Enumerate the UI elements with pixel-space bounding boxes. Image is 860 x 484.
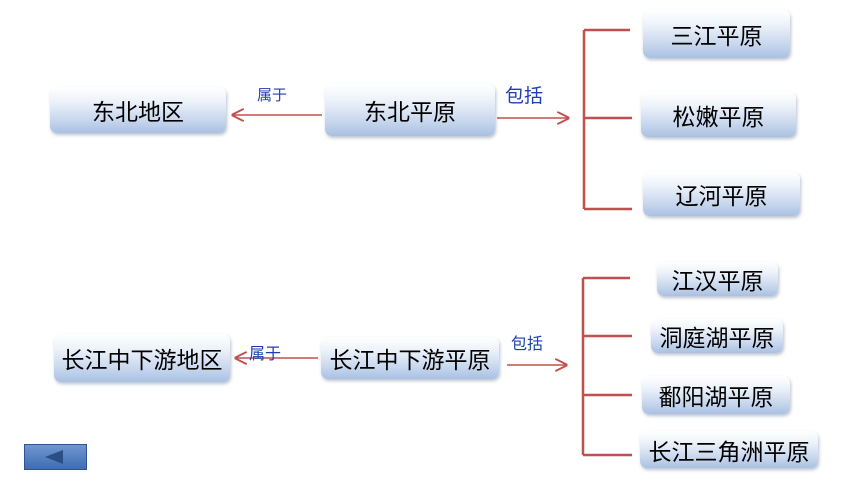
includes-label-2: 包括 bbox=[511, 334, 544, 353]
child-node-1-1: 三江平原 bbox=[643, 10, 790, 58]
includes-label-1: 包括 bbox=[505, 85, 544, 107]
plain-node-label: 长江中下游平原 bbox=[329, 348, 491, 374]
region-node-label: 东北地区 bbox=[92, 100, 184, 126]
child-node-2-3: 鄱阳湖平原 bbox=[642, 376, 790, 414]
child-node-1-2: 松嫩平原 bbox=[641, 92, 796, 137]
back-button[interactable] bbox=[24, 444, 87, 470]
child-node-label: 三江平原 bbox=[670, 24, 763, 50]
region-node-yangtze: 长江中下游地区 bbox=[54, 334, 230, 382]
plain-node-yangtze: 长江中下游平原 bbox=[321, 337, 499, 379]
region-node-label: 长江中下游地区 bbox=[61, 348, 223, 374]
child-node-2-4: 长江三角洲平原 bbox=[640, 431, 818, 468]
child-node-2-2: 洞庭湖平原 bbox=[651, 319, 783, 353]
belongs-label-2: 属于 bbox=[249, 344, 282, 363]
child-node-2-1: 江汉平原 bbox=[657, 262, 778, 296]
plain-node-label: 东北平原 bbox=[364, 100, 456, 126]
child-node-label: 长江三角洲平原 bbox=[648, 439, 810, 466]
child-node-label: 洞庭湖平原 bbox=[659, 326, 775, 352]
child-node-label: 松嫩平原 bbox=[672, 104, 765, 131]
child-node-label: 辽河平原 bbox=[675, 184, 768, 210]
region-node-northeast: 东北地区 bbox=[50, 87, 226, 133]
back-arrow-icon bbox=[44, 450, 63, 464]
child-node-label: 江汉平原 bbox=[671, 269, 764, 295]
plain-node-northeast: 东北平原 bbox=[325, 84, 495, 136]
child-node-1-3: 辽河平原 bbox=[643, 172, 800, 216]
belongs-label-1: 属于 bbox=[257, 86, 288, 104]
child-node-label: 鄱阳湖平原 bbox=[658, 385, 774, 411]
